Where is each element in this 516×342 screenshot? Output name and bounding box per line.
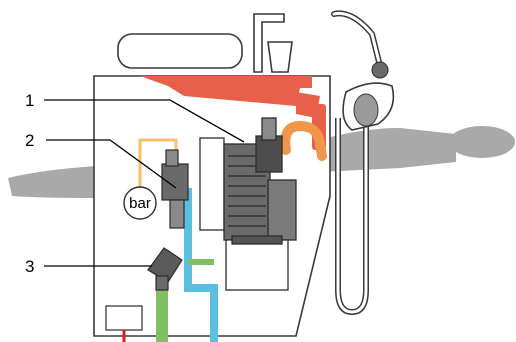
callout-1: 1	[25, 91, 34, 110]
pump-motor	[226, 240, 288, 290]
callout-3: 3	[25, 257, 34, 276]
top-cushion	[118, 34, 242, 68]
chair-headrest	[449, 126, 515, 158]
indicator-box	[106, 306, 142, 330]
callout-2: 2	[25, 131, 34, 150]
lamp-reflector	[354, 94, 378, 126]
dental-lamp	[343, 83, 393, 130]
cup	[268, 42, 292, 72]
chair-legrest	[8, 166, 96, 198]
cup-filler	[254, 14, 292, 72]
gauge-unit: bar	[129, 195, 151, 212]
filter-housing	[200, 138, 224, 230]
